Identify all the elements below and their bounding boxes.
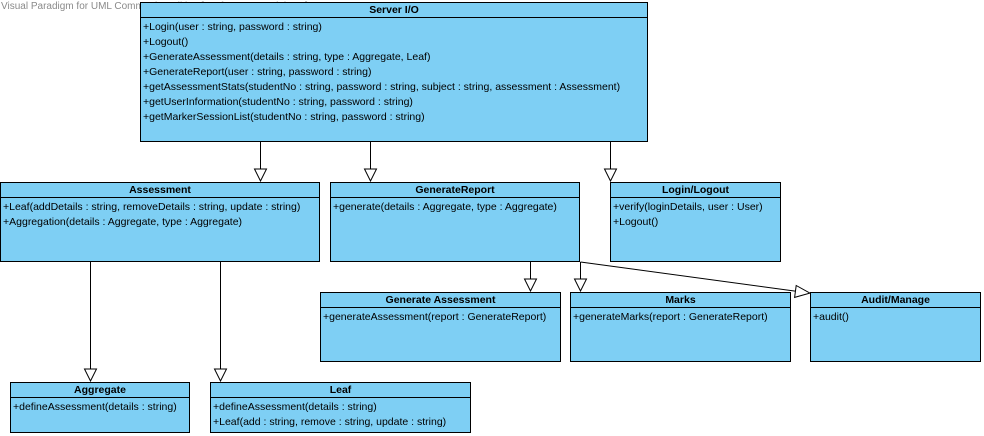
generalization-leaf-assessment bbox=[213, 262, 228, 383]
generalization-login-logout-server-io bbox=[603, 142, 618, 183]
class-login-logout[interactable]: Login/Logout +verify(loginDetails, user … bbox=[610, 182, 781, 262]
class-title: Aggregate bbox=[11, 383, 189, 398]
class-generate-report[interactable]: GenerateReport +generate(details : Aggre… bbox=[330, 182, 580, 262]
class-server-io[interactable]: Server I/O +Login(user : string, passwor… bbox=[140, 2, 648, 142]
operation: +generate(details : Aggregate, type : Ag… bbox=[333, 201, 557, 213]
operations-compartment: +verify(loginDetails, user : User) +Logo… bbox=[611, 198, 780, 230]
class-leaf[interactable]: Leaf +defineAssessment(details : string)… bbox=[210, 382, 471, 433]
operations-compartment: +Login(user : string, password : string)… bbox=[141, 18, 647, 125]
operations-compartment: +generateAssessment(report : GenerateRep… bbox=[321, 308, 560, 325]
operation: +generateMarks(report : GenerateReport) bbox=[573, 311, 768, 323]
class-aggregate[interactable]: Aggregate +defineAssessment(details : st… bbox=[10, 382, 190, 433]
class-title: Audit/Manage bbox=[811, 293, 980, 308]
class-title: Marks bbox=[571, 293, 790, 308]
operation: +generateAssessment(report : GenerateRep… bbox=[323, 311, 547, 323]
operation: +getUserInformation(studentNo : string, … bbox=[143, 96, 413, 108]
operation: +Login(user : string, password : string) bbox=[143, 21, 322, 33]
operation: +getAssessmentStats(studentNo : string, … bbox=[143, 81, 621, 93]
class-generate-assessment[interactable]: Generate Assessment +generateAssessment(… bbox=[320, 292, 561, 362]
operation: +audit() bbox=[813, 311, 849, 323]
operation: +Logout() bbox=[613, 216, 659, 228]
class-audit-manage[interactable]: Audit/Manage +audit() bbox=[810, 292, 981, 362]
operation: +defineAssessment(details : string) bbox=[13, 401, 177, 413]
operation: +getMarkerSessionList(studentNo : string… bbox=[143, 111, 425, 123]
operations-compartment: +generate(details : Aggregate, type : Ag… bbox=[331, 198, 579, 215]
operations-compartment: +Leaf(addDetails : string, removeDetails… bbox=[1, 198, 319, 230]
class-marks[interactable]: Marks +generateMarks(report : GenerateRe… bbox=[570, 292, 791, 362]
generalization-generate-report-server-io bbox=[363, 142, 378, 183]
generalization-audit-manage-generate-report bbox=[580, 261, 812, 299]
generalization-generate-assessment-generate-report bbox=[523, 262, 538, 293]
operation: +Leaf(add : string, remove : string, upd… bbox=[213, 416, 447, 428]
operations-compartment: +audit() bbox=[811, 308, 980, 325]
class-title: Login/Logout bbox=[611, 183, 780, 198]
operation: +Logout() bbox=[143, 36, 189, 48]
class-title: Leaf bbox=[211, 383, 470, 398]
class-title: Generate Assessment bbox=[321, 293, 560, 308]
generalization-assessment-server-io bbox=[253, 142, 268, 183]
operations-compartment: +generateMarks(report : GenerateReport) bbox=[571, 308, 790, 325]
generalization-marks-generate-report bbox=[573, 262, 588, 293]
generalization-aggregate-assessment bbox=[83, 262, 98, 383]
class-title: Assessment bbox=[1, 183, 319, 198]
operation: +GenerateReport(user : string, password … bbox=[143, 66, 372, 78]
operation: +Leaf(addDetails : string, removeDetails… bbox=[3, 201, 301, 213]
operation: +defineAssessment(details : string) bbox=[213, 401, 377, 413]
operation: +Aggregation(details : Aggregate, type :… bbox=[3, 216, 243, 228]
operation: +GenerateAssessment(details : string, ty… bbox=[143, 51, 431, 63]
class-title: GenerateReport bbox=[331, 183, 579, 198]
class-assessment[interactable]: Assessment +Leaf(addDetails : string, re… bbox=[0, 182, 320, 262]
class-title: Server I/O bbox=[141, 3, 647, 18]
operations-compartment: +defineAssessment(details : string) bbox=[11, 398, 189, 415]
operation: +verify(loginDetails, user : User) bbox=[613, 201, 763, 213]
operations-compartment: +defineAssessment(details : string) +Lea… bbox=[211, 398, 470, 430]
